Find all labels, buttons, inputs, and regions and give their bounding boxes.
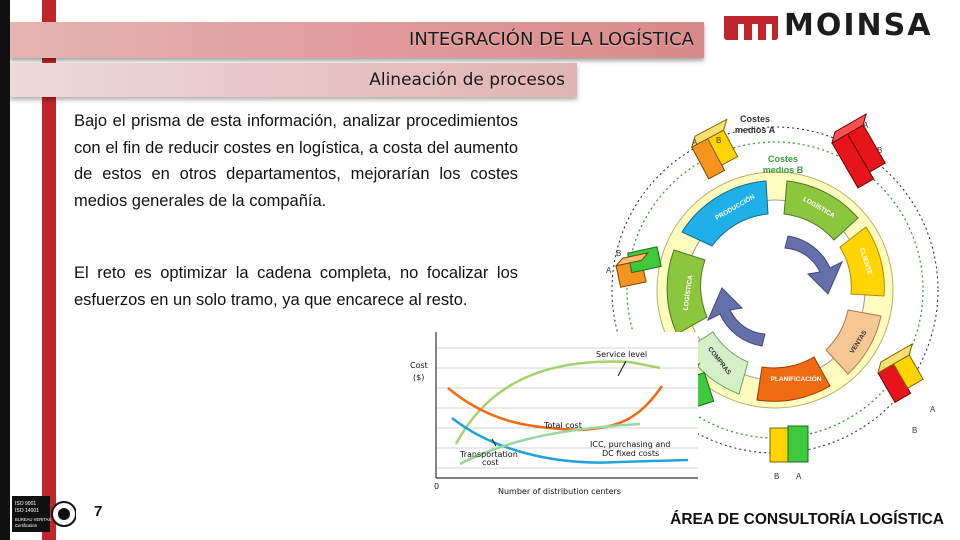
segment-cliente — [839, 226, 885, 297]
segment-logistica-top — [783, 180, 859, 241]
cost-box-left — [614, 246, 662, 288]
segment-planificacion — [756, 356, 831, 402]
slide-title: INTEGRACIÓN DE LA LOGÍSTICA — [409, 29, 694, 50]
box-label-a-2: A — [863, 121, 869, 130]
cost-box-top-right — [831, 112, 886, 189]
slide-subtitle: Alineación de procesos — [369, 70, 565, 90]
icc-label-line2: DC fixed costs — [602, 449, 659, 458]
transport-label-line2: cost — [482, 458, 499, 467]
logo-text: MOINSA — [784, 8, 933, 43]
title-band: INTEGRACIÓN DE LA LOGÍSTICA — [10, 22, 704, 58]
box-label-a-4: A — [930, 405, 936, 414]
inner-dashed-ring — [626, 141, 924, 439]
moinsa-logo: MOINSA — [722, 8, 952, 43]
footer-department: ÁREA DE CONSULTORÍA LOGÍSTICA — [670, 511, 944, 528]
outer-cost-label-line2: medios A — [735, 125, 776, 135]
cert-text-1: ISO 9001 — [15, 501, 36, 507]
service-level-label: Service level — [596, 350, 647, 359]
cost-chart: Cost ($) Number of distribution centers … — [410, 332, 698, 496]
bureau-veritas-cert: ISO 9001 ISO 14001 BUREAU VERITAS Certif… — [12, 496, 77, 532]
cost-chart-xlabel: Number of distribution centers — [498, 487, 621, 496]
paragraph-2: El reto es optimizar la cadena completa,… — [74, 264, 518, 309]
left-red-bar — [42, 0, 56, 540]
cost-chart-ylabel-line2: ($) — [413, 373, 424, 382]
cost-box-top-left — [690, 118, 739, 180]
left-black-bar — [0, 0, 10, 540]
moinsa-logo-mark-icon — [724, 16, 778, 40]
box-label-b-4: B — [912, 426, 917, 435]
cert-text-3: BUREAU VERITAS — [15, 517, 51, 522]
box-label-b-1: B — [716, 136, 721, 145]
box-label-b-2: B — [877, 146, 882, 155]
box-label-a-1: A — [692, 138, 698, 147]
segment-label-planificacion: PLANIFICACIÓN — [771, 374, 822, 383]
service-level-curve — [454, 360, 661, 445]
icc-cost-curve — [459, 422, 641, 466]
box-label-a-3: A — [606, 266, 612, 275]
paragraph-1: Bajo el prisma de esta información, anal… — [74, 112, 518, 210]
box-label-b-5: B — [774, 472, 779, 481]
inner-cost-label-line2: medios B — [763, 165, 804, 175]
cost-chart-origin: 0 — [434, 482, 439, 491]
total-cost-label: Total cost — [543, 421, 582, 430]
cycle-arrow-top-icon — [784, 235, 844, 295]
segment-ventas — [825, 309, 882, 375]
certification-badge-icon: ISO 9001 ISO 14001 BUREAU VERITAS Certif… — [12, 496, 77, 532]
cost-box-right — [877, 342, 924, 404]
segment-produccion — [681, 180, 769, 247]
transport-label-line1: Transportation — [459, 450, 518, 459]
cert-text-4: Certification — [15, 523, 38, 528]
service-arrow-icon — [617, 360, 627, 377]
icc-label-line1: ICC, purchasing and — [590, 440, 670, 449]
outer-cost-label-line1: Costes — [740, 114, 770, 124]
transportation-cost-curve — [451, 417, 689, 464]
cost-box-bottom — [769, 425, 809, 463]
cost-chart-grid — [436, 347, 698, 469]
page-number: 7 — [94, 503, 103, 520]
transport-arrow-icon — [491, 438, 497, 447]
subtitle-band: Alineación de procesos — [10, 63, 577, 97]
inner-cost-label-line1: Costes — [768, 154, 798, 164]
box-label-a-5: A — [796, 472, 802, 481]
box-label-b-3: B — [616, 249, 621, 258]
ring-diagram: LOGÍSTICA CLIENTE VENTAS PLANIFICACIÓN C… — [606, 112, 939, 481]
cost-chart-ylabel-line1: Cost — [410, 361, 428, 370]
segment-logistica-left — [666, 249, 708, 335]
cycle-arrow-bottom-icon — [706, 287, 766, 347]
cert-text-2: ISO 14001 — [15, 508, 39, 514]
